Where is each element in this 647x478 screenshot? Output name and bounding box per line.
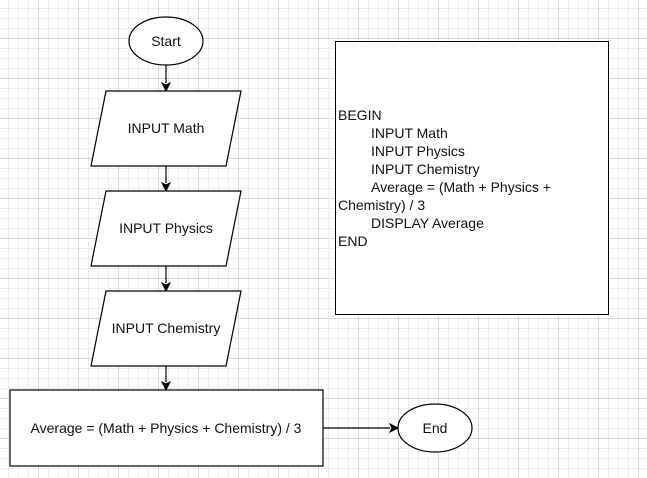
pseudocode-line: INPUT Chemistry	[371, 161, 480, 177]
arrow-head	[160, 81, 172, 93]
arrow-head	[160, 380, 172, 392]
pseudocode-end: END	[338, 233, 368, 249]
process-average-shape[interactable]	[9, 389, 324, 467]
arrow-head	[160, 281, 172, 293]
input-chemistry-shape[interactable]	[90, 290, 242, 367]
pseudocode-box[interactable]: BEGIN INPUT Math INPUT Physics INPUT Che…	[335, 41, 609, 315]
input-physics-shape[interactable]	[90, 190, 242, 267]
end-terminator[interactable]	[397, 403, 473, 453]
arrow-head	[160, 181, 172, 193]
input-math-label: INPUT Math	[128, 120, 205, 136]
pseudocode-line: Average = (Math + Physics +	[371, 179, 551, 195]
input-math-shape[interactable]	[90, 90, 242, 167]
arrow-head	[388, 422, 400, 434]
end-label: End	[423, 420, 448, 436]
pseudocode-line: DISPLAY Average	[371, 215, 484, 231]
pseudocode-line-wrap: Chemistry) / 3	[338, 197, 426, 213]
pseudocode-line: INPUT Math	[371, 125, 448, 141]
pseudocode-line: INPUT Physics	[371, 143, 465, 159]
process-average-label: Average = (Math + Physics + Chemistry) /…	[31, 420, 302, 436]
pseudocode-begin: BEGIN	[338, 107, 382, 123]
input-physics-label: INPUT Physics	[119, 220, 213, 236]
pseudocode-text: BEGIN INPUT Math INPUT Physics INPUT Che…	[336, 106, 608, 250]
start-label: Start	[151, 33, 181, 49]
input-chemistry-label: INPUT Chemistry	[112, 320, 221, 336]
